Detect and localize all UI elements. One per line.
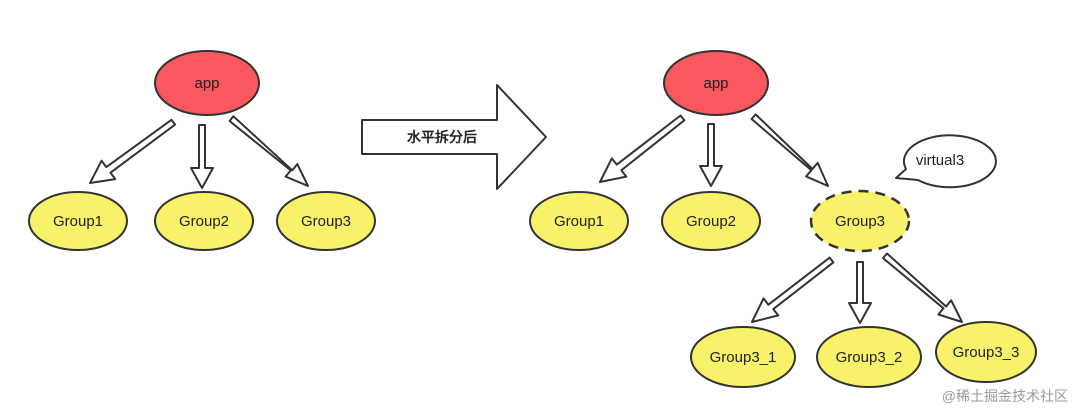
after-tree: app Group1 Group2 Group3 virtual3 Group3… (529, 50, 1037, 388)
node-group3-label: Group3 (301, 213, 351, 230)
arrow-group3-to-sub1 (751, 256, 835, 323)
node-group3-1 (690, 326, 796, 388)
transition-label: 水平拆分后 (407, 129, 477, 145)
node-group3-virtual (809, 189, 911, 253)
node-group1 (28, 191, 128, 251)
node-group1-label: Group1 (53, 213, 103, 230)
node-group3-1-label: Group3_1 (710, 349, 777, 366)
node-app-label: app (194, 75, 219, 92)
node-group1-after-label: Group1 (554, 213, 604, 230)
big-right-arrow (361, 84, 547, 190)
before-tree: app Group1 Group2 Group3 (28, 50, 376, 251)
node-group3-3-label: Group3_3 (953, 344, 1020, 361)
callout-bubble (895, 134, 997, 189)
node-group2-label: Group2 (179, 213, 229, 230)
node-group3-2 (816, 326, 922, 388)
arrow-app2-to-group3 (750, 113, 829, 187)
virtual-callout: virtual3 (895, 134, 997, 189)
node-group3-3 (935, 321, 1037, 383)
node-app-after (663, 50, 769, 116)
arrow-app-to-group1 (89, 118, 177, 184)
arrow-group3-to-sub2 (848, 261, 872, 324)
node-group3-2-label: Group3_2 (836, 349, 903, 366)
node-group3 (276, 191, 376, 251)
arrow-app-to-group2 (190, 124, 214, 189)
watermark: @稀土掘金技术社区 (942, 388, 1068, 404)
node-app (154, 50, 260, 116)
transition-arrow: 水平拆分后 (361, 84, 547, 190)
node-group3-virtual-label: Group3 (835, 213, 885, 230)
arrow-app-to-group3 (228, 115, 309, 187)
node-group2 (154, 191, 254, 251)
arrow-group3-to-sub3 (882, 252, 963, 323)
callout-label: virtual3 (916, 152, 964, 169)
node-group1-after (529, 191, 629, 251)
node-group2-after (661, 191, 761, 251)
node-group2-after-label: Group2 (686, 213, 736, 230)
node-app-after-label: app (703, 75, 728, 92)
arrow-app2-to-group2 (699, 123, 723, 187)
arrow-app2-to-group1 (599, 114, 686, 183)
